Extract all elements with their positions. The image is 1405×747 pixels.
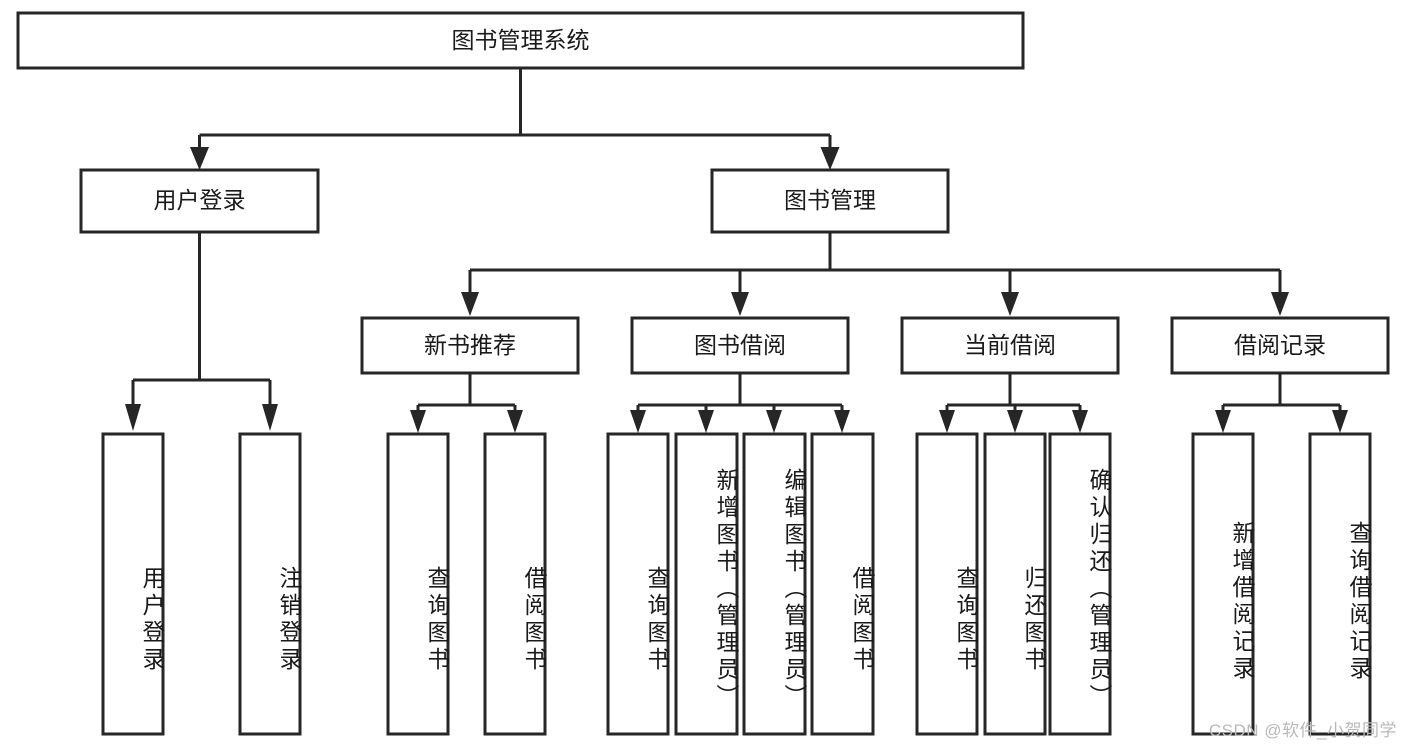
node-user-login-rect[interactable] <box>79 168 320 234</box>
arrowhead-leaf-confirm-return <box>1072 410 1088 433</box>
arrowhead-leaf-query-book-2 <box>630 410 646 433</box>
arrowhead-book-manage <box>820 147 840 170</box>
arrowhead-leaf-query-record <box>1332 410 1348 433</box>
node-borrow-record-rect[interactable] <box>1170 316 1390 375</box>
node-root[interactable]: 图书管理系统 <box>16 11 1025 70</box>
arrowhead-user-login <box>190 147 209 170</box>
node-book-manage-rect[interactable] <box>710 168 950 234</box>
node-leaf-edit-book-rect[interactable] <box>742 432 807 736</box>
arrowhead-leaf-return-book <box>1007 410 1023 433</box>
node-leaf-query-book-3-rect[interactable] <box>915 432 979 736</box>
csdn-watermark: CSDN @软件_小贺同学 <box>1208 721 1397 740</box>
arrowhead-leaf-query-book-1 <box>410 410 426 433</box>
node-current-borrow-rect[interactable] <box>900 316 1120 375</box>
connector-group-root <box>190 68 840 170</box>
arrowhead-leaf-borrow-book-2 <box>834 410 850 433</box>
leaf-node-rects <box>101 432 1372 736</box>
node-root-rect[interactable] <box>16 11 1025 70</box>
node-new-book-recommend-label: 新书推荐 <box>424 332 516 358</box>
arrowhead-leaf-add-book <box>698 410 714 433</box>
node-user-login[interactable]: 用户登录 <box>79 168 320 234</box>
arrowhead-leaf-query-book-3 <box>939 410 955 433</box>
node-borrow-record[interactable]: 借阅记录 <box>1170 316 1390 375</box>
arrowhead-new-book-recommend <box>461 292 479 316</box>
node-leaf-query-book-2-rect[interactable] <box>606 432 670 736</box>
node-leaf-confirm-return-rect[interactable] <box>1048 432 1112 736</box>
node-user-login-label: 用户登录 <box>154 187 246 213</box>
node-leaf-borrow-book-2-rect[interactable] <box>810 432 875 736</box>
arrowhead-book-borrow <box>731 292 749 316</box>
arrowhead-leaf-add-record <box>1215 410 1231 433</box>
node-new-book-recommend[interactable]: 新书推荐 <box>360 316 580 375</box>
node-leaf-user-login-rect[interactable] <box>101 432 165 736</box>
arrowhead-leaf-user-login <box>125 404 141 431</box>
arrowhead-leaf-borrow-book-1 <box>507 410 523 433</box>
node-leaf-borrow-book-1-rect[interactable] <box>483 432 547 736</box>
connector-group-book-borrow <box>630 373 850 433</box>
connector-group-book-manage <box>461 232 1289 316</box>
node-leaf-query-book-1-rect[interactable] <box>386 432 450 736</box>
node-book-borrow[interactable]: 图书借阅 <box>630 316 850 375</box>
arrowhead-leaf-logout <box>262 404 278 431</box>
node-leaf-query-record-rect[interactable] <box>1308 432 1372 736</box>
arrowhead-borrow-record <box>1271 292 1289 316</box>
node-book-borrow-label: 图书借阅 <box>694 332 786 358</box>
node-leaf-return-book-rect[interactable] <box>983 432 1047 736</box>
connector-group-borrow-record <box>1215 373 1348 433</box>
node-book-manage-label: 图书管理 <box>784 187 876 213</box>
node-book-borrow-rect[interactable] <box>630 316 850 375</box>
connector-group-new-book-recommend <box>410 373 523 433</box>
node-leaf-add-book-rect[interactable] <box>674 432 739 736</box>
arrowhead-current-borrow <box>1001 292 1019 316</box>
node-current-borrow[interactable]: 当前借阅 <box>900 316 1120 375</box>
arrowhead-leaf-edit-book <box>766 410 782 433</box>
node-leaf-add-record-rect[interactable] <box>1191 432 1255 736</box>
node-current-borrow-label: 当前借阅 <box>964 332 1056 358</box>
node-borrow-record-label: 借阅记录 <box>1234 332 1326 358</box>
node-root-label: 图书管理系统 <box>452 27 590 53</box>
connector-group-user-login <box>125 232 278 431</box>
connector-group-current-borrow <box>939 373 1088 433</box>
node-book-manage[interactable]: 图书管理 <box>710 168 950 234</box>
node-leaf-logout-rect[interactable] <box>238 432 302 736</box>
node-new-book-recommend-rect[interactable] <box>360 316 580 375</box>
